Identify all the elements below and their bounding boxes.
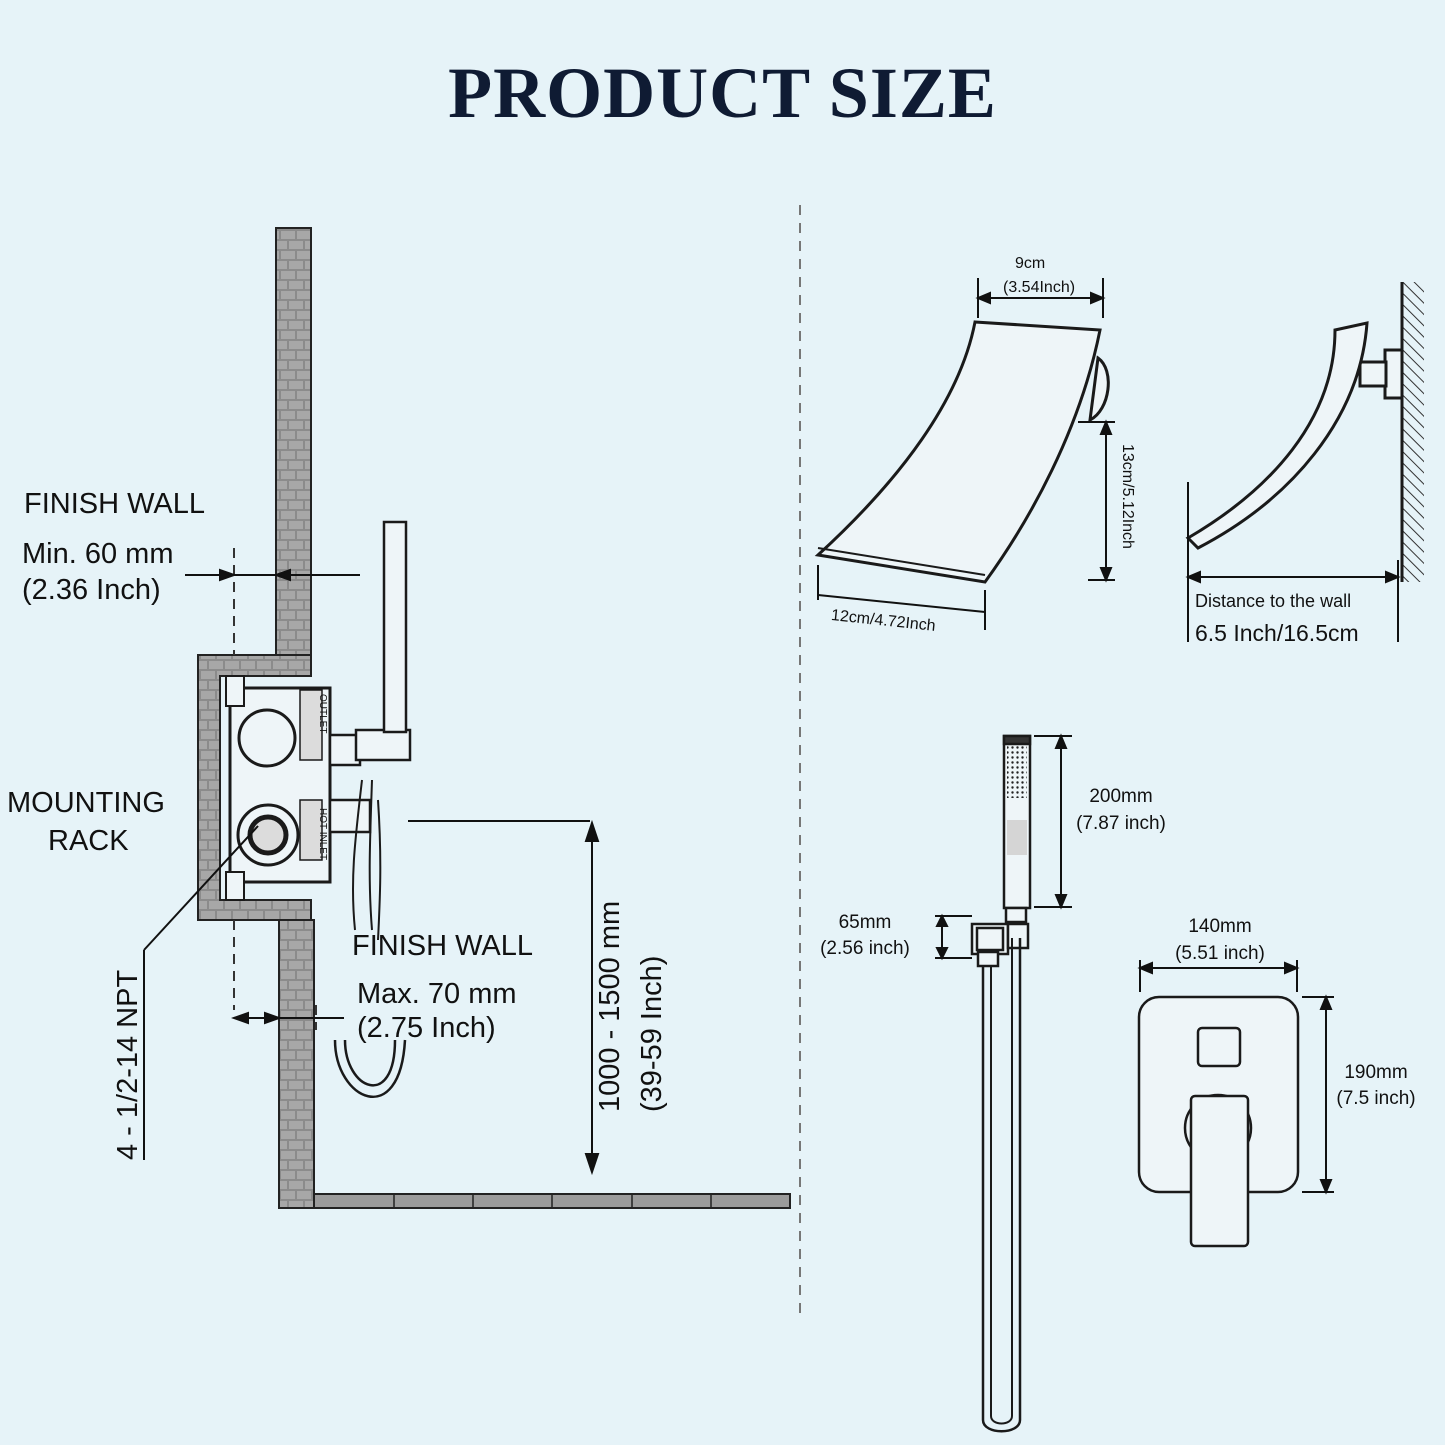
plate-width-inch-label: (5.51 inch) [1175, 943, 1265, 964]
spout-width-inch-label: (3.54Inch) [1003, 279, 1076, 296]
spout-height-label: 13cm/5.12Inch [1119, 444, 1136, 549]
max-70-label: Max. 70 mm [357, 978, 517, 1010]
finish-wall-bottom-label: FINISH WALL [352, 930, 534, 962]
hand-shower-dimensions [935, 733, 1072, 961]
mounting-rack-label-2: RACK [48, 825, 129, 857]
min-60-inch-label: (2.36 Inch) [22, 574, 161, 606]
height-range-label: 1000 - 1500 mm [594, 900, 626, 1112]
hand-shower-mm-label: 200mm [1089, 786, 1153, 807]
plate-height-mm-label: 190mm [1344, 1062, 1408, 1083]
height-range-inch-label: (39-59 Inch) [636, 955, 668, 1112]
distance-to-wall-value: 6.5 Inch/16.5cm [1195, 620, 1359, 646]
valve-fittings [328, 520, 412, 834]
mounting-rack [225, 675, 332, 901]
distance-dimension [1185, 482, 1401, 642]
min-60-dimension [185, 568, 360, 582]
min-60-label: Min. 60 mm [22, 538, 174, 570]
hand-shower [970, 734, 1032, 1433]
height-dimension [408, 819, 600, 1176]
plate-width-mm-label: 140mm [1188, 916, 1252, 937]
holder-mm-label: 65mm [838, 912, 892, 933]
spout-width-cm-label: 9cm [1015, 255, 1046, 272]
hand-shower-inch-label: (7.87 inch) [1076, 813, 1166, 834]
finish-wall-top-label: FINISH WALL [24, 488, 206, 520]
shower-hose [333, 779, 407, 1098]
page-title: PRODUCT SIZE [448, 53, 997, 133]
mounting-rack-label-1: MOUNTING [7, 787, 165, 819]
spout-side-view [1185, 282, 1424, 582]
valve-outlet-mark: OUTLET [317, 694, 328, 734]
max-70-dimension [231, 1011, 344, 1025]
trim-plate [1137, 995, 1300, 1248]
max-70-inch-label: (2.75 Inch) [357, 1012, 496, 1044]
trim-plate-dimensions [1137, 960, 1334, 1195]
valve-hot-inlet-mark: HOT INLET [317, 808, 328, 861]
finish-wall-guides [233, 548, 317, 1030]
npt-leader [143, 825, 259, 1160]
distance-to-wall-label: Distance to the wall [1195, 591, 1352, 611]
holder-inch-label: (2.56 inch) [820, 938, 910, 959]
spout-dimensions [817, 278, 1115, 630]
wall-section [197, 227, 791, 1209]
plate-height-inch-label: (7.5 inch) [1336, 1088, 1416, 1109]
waterfall-spout [814, 320, 1110, 584]
npt-label: 4 - 1/2-14 NPT [112, 969, 144, 1160]
